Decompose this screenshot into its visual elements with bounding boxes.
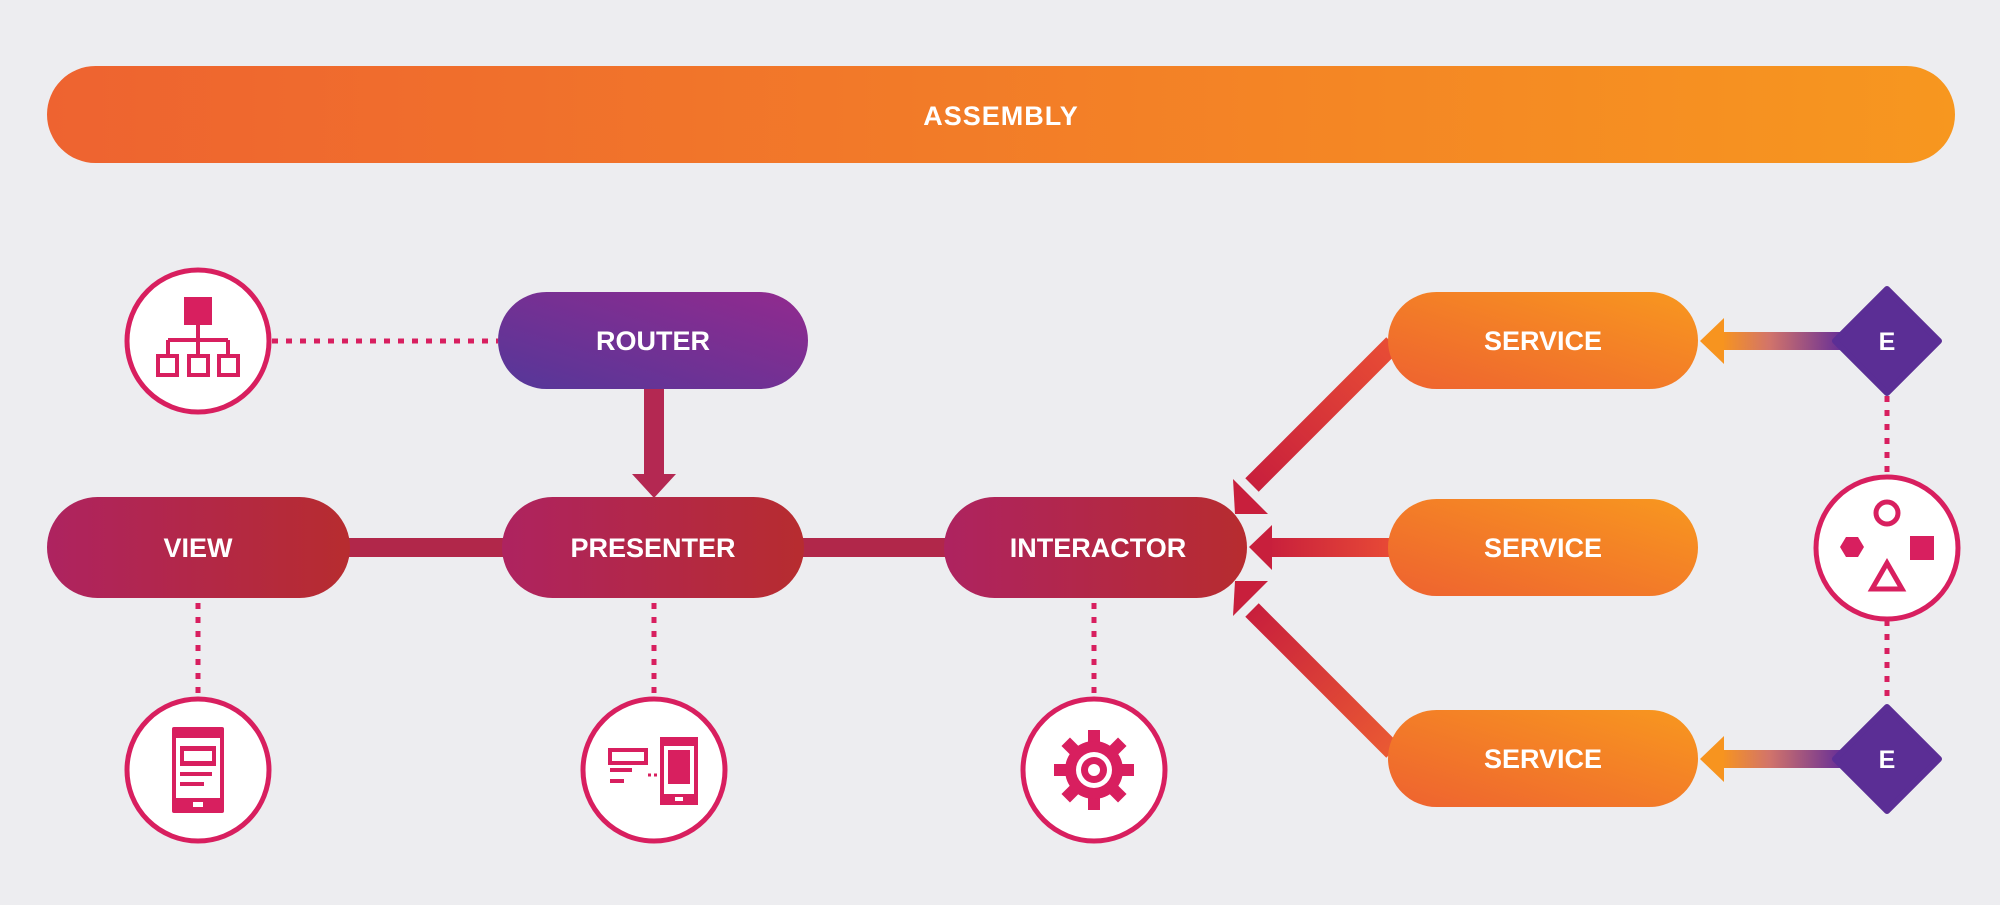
presenter-label: PRESENTER [570,533,735,563]
view-node: VIEW [47,497,350,598]
shapes-icon [1813,474,1961,622]
router-node: ROUTER [498,292,808,389]
service-bottom-to-interactor-arrow [1233,581,1400,758]
main-connectors [330,538,960,557]
entity-top-to-service-arrow [1700,318,1840,364]
presenter-node: PRESENTER [502,497,804,598]
mobile-screen-icon [124,696,272,844]
router-label: ROUTER [596,326,710,356]
service-label: SERVICE [1484,744,1602,774]
view-label: VIEW [163,533,233,563]
service-label: SERVICE [1484,533,1602,563]
entity-bottom-to-service-arrow [1700,736,1840,782]
service-label: SERVICE [1484,326,1602,356]
dotted-connectors [195,338,1890,704]
entity-label: E [1879,328,1896,356]
interactor-node: INTERACTOR [944,497,1247,598]
service-node-middle: SERVICE [1388,499,1698,596]
interactor-label: INTERACTOR [1010,533,1187,563]
service-node-bottom: SERVICE [1388,710,1698,807]
service-node-top: SERVICE [1388,292,1698,389]
presenter-devices-icon [580,696,728,844]
assembly-label: ASSEMBLY [923,101,1079,131]
entity-label: E [1879,746,1896,774]
entity-node-top: E [1832,286,1942,396]
entity-node-bottom: E [1832,704,1942,814]
service-mid-to-interactor-arrow [1249,525,1392,570]
gear-icon [1020,696,1168,844]
service-top-to-interactor-arrow [1233,337,1400,514]
assembly-bar: ASSEMBLY [47,66,1955,163]
router-to-presenter-arrow [632,388,676,498]
sitemap-icon [124,267,272,415]
